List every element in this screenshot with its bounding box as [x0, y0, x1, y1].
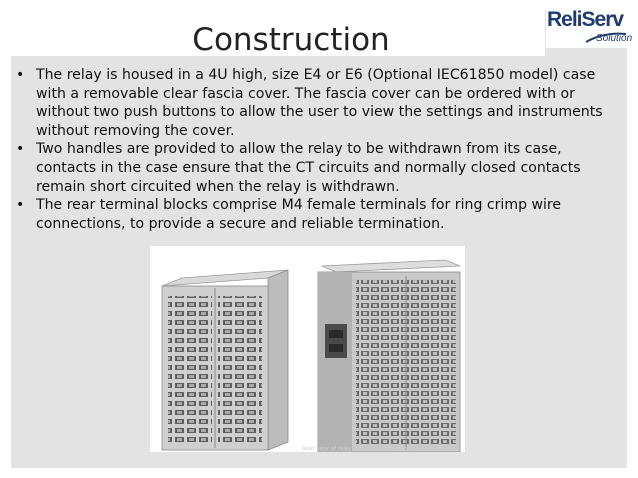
title-band: Construction [11, 10, 545, 58]
logo-sub: Solution [596, 33, 633, 44]
relay-case-image [161, 259, 461, 453]
photo-caption: Rear view of relay with 2x LC Fibre Opti… [302, 446, 419, 452]
bullet-text: Two handles are provided to allow the re… [36, 141, 581, 195]
logo-brand: ReliServ [547, 8, 624, 31]
bullet-text: The relay is housed in a 4U high, size E… [36, 67, 603, 139]
bullet-marker: • [16, 67, 25, 83]
relay-left [161, 269, 289, 451]
bullet-marker: • [16, 141, 25, 158]
relay-right [317, 259, 461, 453]
bullet-list: • The relay is housed in a 4U high, size … [14, 66, 619, 233]
bullet-item: • The relay is housed in a 4U high, size … [14, 66, 619, 140]
reliserv-logo: ReliServ Solution [546, 8, 633, 48]
logo-swoosh-icon [585, 32, 627, 43]
bullet-item: • Two handles are provided to allow the r… [14, 140, 619, 196]
bullet-item: • The rear terminal blocks comprise M4 fe… [14, 196, 619, 233]
relay-photo [150, 246, 465, 453]
bullet-marker: • [16, 197, 25, 214]
slide-title: Construction [192, 22, 390, 58]
bullet-text: The rear terminal blocks comprise M4 fem… [36, 197, 562, 232]
